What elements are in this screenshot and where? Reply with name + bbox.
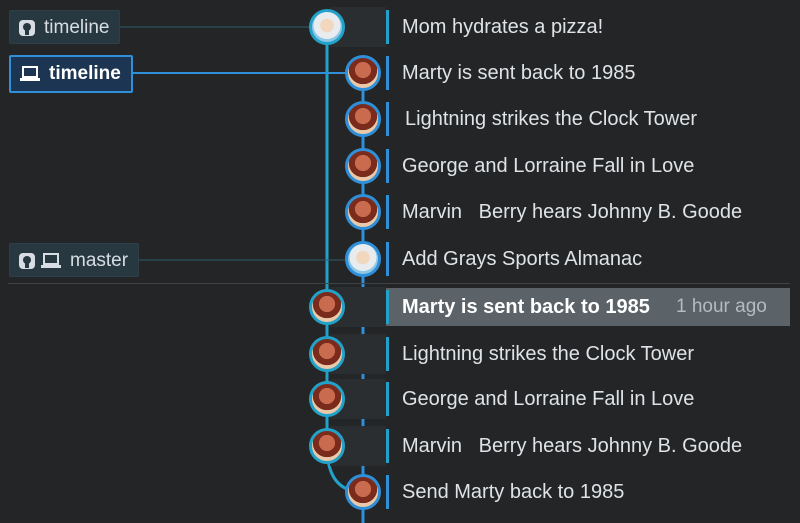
commit-row[interactable]: Lightning strikes the Clock Tower — [0, 96, 800, 142]
row-lane-bar — [386, 290, 389, 324]
commit-message: Mom hydrates a pizza! — [402, 16, 604, 38]
commit-message: Lightning strikes the Clock Tower — [405, 108, 697, 130]
marty-avatar-icon[interactable] — [309, 428, 345, 464]
commit-row[interactable]: George and Lorraine Fall in Love — [0, 143, 800, 189]
row-lane-bar — [386, 382, 389, 416]
commit-message: Marvin Berry hears Johnny B. Goode — [402, 201, 743, 223]
commit-row[interactable]: Lightning strikes the Clock Tower — [0, 331, 800, 377]
marty-avatar-icon[interactable] — [309, 381, 345, 417]
commit-message: Lightning strikes the Clock Tower — [402, 343, 694, 365]
github-icon — [18, 252, 36, 270]
doc-avatar-icon[interactable] — [345, 241, 381, 277]
commit-row[interactable]: George and Lorraine Fall in Love — [0, 376, 800, 422]
marty-avatar-icon[interactable] — [309, 289, 345, 325]
section-divider — [8, 283, 790, 284]
branch-name: master — [70, 250, 129, 271]
marty-avatar-icon[interactable] — [345, 101, 381, 137]
laptop-icon — [40, 252, 62, 269]
row-lane-bar — [386, 102, 389, 136]
commit-row[interactable]: Marty is sent back to 1985 — [0, 50, 800, 96]
marty-avatar-icon[interactable] — [345, 55, 381, 91]
marty-avatar-icon[interactable] — [309, 336, 345, 372]
row-lane-bar — [386, 475, 389, 509]
commit-time: 1 hour ago — [676, 296, 767, 317]
commit-message: George and Lorraine Fall in Love — [402, 155, 695, 177]
branch-name: timeline — [44, 17, 110, 38]
row-lane-bar — [386, 56, 389, 90]
commit-message: George and Lorraine Fall in Love — [402, 388, 695, 410]
commit-message: Send Marty back to 1985 — [402, 481, 625, 503]
branch-name: timeline — [49, 63, 121, 84]
commit-row[interactable]: Marvin Berry hears Johnny B. Goode — [0, 189, 800, 235]
commit-row[interactable]: Marvin Berry hears Johnny B. Goode — [0, 423, 800, 469]
row-lane-bar — [386, 337, 389, 371]
row-lane-bar — [386, 10, 389, 44]
doc-avatar-icon[interactable] — [309, 9, 345, 45]
marty-avatar-icon[interactable] — [345, 148, 381, 184]
commit-message: Add Grays Sports Almanac — [402, 248, 643, 270]
commit-message: Marty is sent back to 1985 — [402, 62, 636, 84]
row-lane-bar — [386, 149, 389, 183]
branch-label-master[interactable]: master — [9, 243, 140, 277]
branch-label-remote-timeline[interactable]: timeline — [9, 10, 121, 44]
row-lane-bar — [386, 242, 389, 276]
commit-row[interactable]: Add Grays Sports Almanac — [0, 236, 800, 282]
marty-avatar-icon[interactable] — [345, 474, 381, 510]
commit-row[interactable]: Send Marty back to 1985 — [0, 469, 800, 515]
row-lane-bar — [386, 429, 389, 463]
github-icon — [18, 19, 36, 37]
commit-message: Marty is sent back to 1985 — [402, 296, 650, 318]
row-lane-bar — [386, 195, 389, 229]
commit-row-selected[interactable]: Marty is sent back to 1985 1 hour ago — [0, 284, 800, 330]
branch-label-local-timeline[interactable]: timeline — [9, 55, 133, 93]
selection-highlight — [386, 288, 790, 326]
laptop-icon — [19, 65, 41, 82]
commit-message: Marvin Berry hears Johnny B. Goode — [402, 435, 743, 457]
marty-avatar-icon[interactable] — [345, 194, 381, 230]
